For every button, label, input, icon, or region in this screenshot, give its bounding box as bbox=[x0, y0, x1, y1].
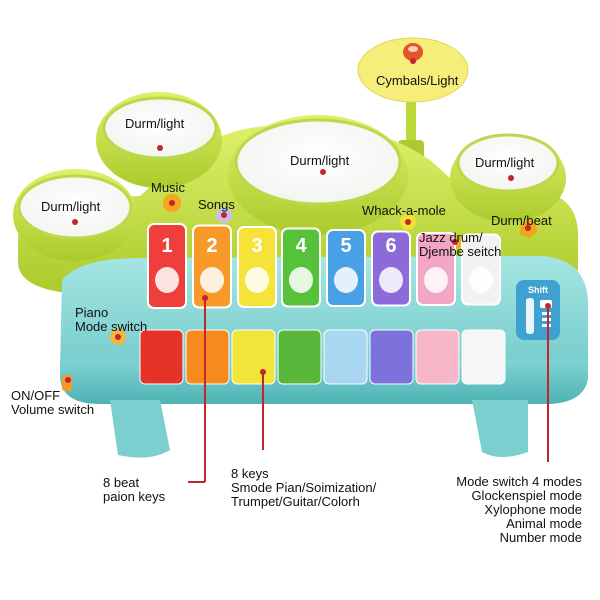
label-drum-left-top: Durm/light bbox=[125, 116, 185, 131]
label-mode-line4: Animal mode bbox=[506, 516, 582, 531]
xylophone-bars: 1 2 3 4 5 6 bbox=[147, 223, 501, 309]
animal-icon bbox=[289, 267, 313, 293]
animal-icon bbox=[469, 267, 493, 293]
animal-icon bbox=[379, 267, 403, 293]
animal-icon bbox=[245, 267, 269, 293]
label-jazz-line1: Jazz drum/ bbox=[419, 230, 483, 245]
xylophone-number: 3 bbox=[251, 235, 262, 257]
xylophone-bar-6[interactable]: 6 bbox=[371, 230, 411, 307]
leader-dot-cymbals bbox=[410, 58, 416, 64]
drum-left[interactable] bbox=[17, 174, 133, 240]
xylophone-bar-4[interactable]: 4 bbox=[281, 227, 321, 308]
xylophone-bar-8[interactable] bbox=[461, 233, 501, 306]
leader-dot-songs bbox=[221, 212, 227, 218]
label-onoff-line2: Volume switch bbox=[11, 402, 95, 417]
leader-dot-music bbox=[169, 200, 175, 206]
piano-key-8[interactable] bbox=[461, 329, 506, 385]
piano-key-6[interactable] bbox=[369, 329, 414, 385]
label-keys-line3: Trumpet/Guitar/Colorh bbox=[231, 494, 360, 509]
label-piano-line1: Piano bbox=[75, 305, 109, 320]
xylophone-bar-5[interactable]: 5 bbox=[326, 229, 366, 307]
xylophone-number: 6 bbox=[385, 235, 396, 257]
piano-key-7[interactable] bbox=[415, 329, 460, 385]
leader-dot-whack bbox=[405, 219, 411, 225]
label-mode-line2: Glockenspiel mode bbox=[471, 488, 582, 503]
label-onoff-line1: ON/OFF bbox=[11, 388, 61, 403]
xylophone-number: 5 bbox=[340, 235, 351, 257]
label-songs: Songs bbox=[198, 197, 235, 212]
leg-right bbox=[472, 400, 528, 457]
piano-key-3[interactable] bbox=[231, 329, 276, 385]
piano-keys bbox=[139, 329, 506, 385]
animal-icon bbox=[424, 267, 448, 293]
mode-switch-slot bbox=[526, 298, 534, 334]
label-mode-line5: Number mode bbox=[499, 530, 582, 545]
cymbal-stand bbox=[406, 92, 416, 152]
label-beat-line1: 8 beat bbox=[103, 475, 140, 490]
xylophone-bar-2[interactable]: 2 bbox=[192, 224, 232, 309]
label-whack: Whack-a-mole bbox=[362, 203, 446, 218]
leader-dot-keys bbox=[260, 369, 266, 375]
animal-icon bbox=[155, 267, 179, 293]
xylophone-bar-3[interactable]: 3 bbox=[237, 226, 277, 308]
piano-key-1[interactable] bbox=[139, 329, 184, 385]
mode-icons bbox=[542, 312, 551, 327]
label-drum-right: Durm/light bbox=[475, 155, 535, 170]
leader-dot-drum-right bbox=[508, 175, 514, 181]
leader-dot-beat bbox=[202, 295, 208, 301]
label-drum-beat: Durm/beat bbox=[491, 213, 552, 228]
label-keys-line1: 8 keys bbox=[231, 466, 269, 481]
label-cymbals: Cymbals/Light bbox=[376, 73, 459, 88]
xylophone-number: 4 bbox=[295, 235, 307, 257]
cymbal-light-highlight bbox=[408, 46, 418, 52]
label-drum-left: Durm/light bbox=[41, 199, 101, 214]
leg-left bbox=[110, 400, 170, 458]
xylophone-number: 2 bbox=[206, 235, 217, 257]
label-mode-line3: Xylophone mode bbox=[484, 502, 582, 517]
leader-dot-drum-center bbox=[320, 169, 326, 175]
piano-key-2[interactable] bbox=[185, 329, 230, 385]
label-piano-line2: Mode switch bbox=[75, 319, 148, 334]
leader-dot-drum-left bbox=[72, 219, 78, 225]
leader-dot-mode bbox=[545, 303, 551, 309]
label-jazz-line2: Djembe seitch bbox=[419, 244, 502, 259]
animal-icon bbox=[334, 267, 358, 293]
shift-label: Shift bbox=[528, 285, 548, 295]
drum-left-top[interactable] bbox=[102, 96, 218, 160]
leader-dot-onoff bbox=[65, 377, 71, 383]
cymbal[interactable] bbox=[357, 37, 469, 160]
label-beat-line2: paion keys bbox=[103, 489, 166, 504]
xylophone-number: 1 bbox=[161, 235, 172, 257]
xylophone-bar-7[interactable] bbox=[416, 232, 456, 306]
cymbal-disc[interactable] bbox=[357, 37, 469, 103]
annotation-leaders bbox=[65, 58, 551, 483]
leader-dot-drum-beat bbox=[525, 225, 531, 231]
label-drum-center: Durm/light bbox=[290, 153, 350, 168]
label-mode-line1: Mode switch 4 modes bbox=[456, 474, 582, 489]
drum-center[interactable] bbox=[234, 118, 402, 206]
animal-icon bbox=[200, 267, 224, 293]
piano-key-4[interactable] bbox=[277, 329, 322, 385]
piano-key-5[interactable] bbox=[323, 329, 368, 385]
xylophone-bar-1[interactable]: 1 bbox=[147, 223, 187, 309]
drum-right[interactable] bbox=[456, 133, 560, 193]
label-keys-line2: Smode Pian/Soimization/ bbox=[231, 480, 377, 495]
label-music: Music bbox=[151, 180, 185, 195]
leader-dot-piano bbox=[115, 334, 121, 340]
leader-dot-drum-left-top bbox=[157, 145, 163, 151]
leader-dot-jazz bbox=[452, 239, 458, 245]
